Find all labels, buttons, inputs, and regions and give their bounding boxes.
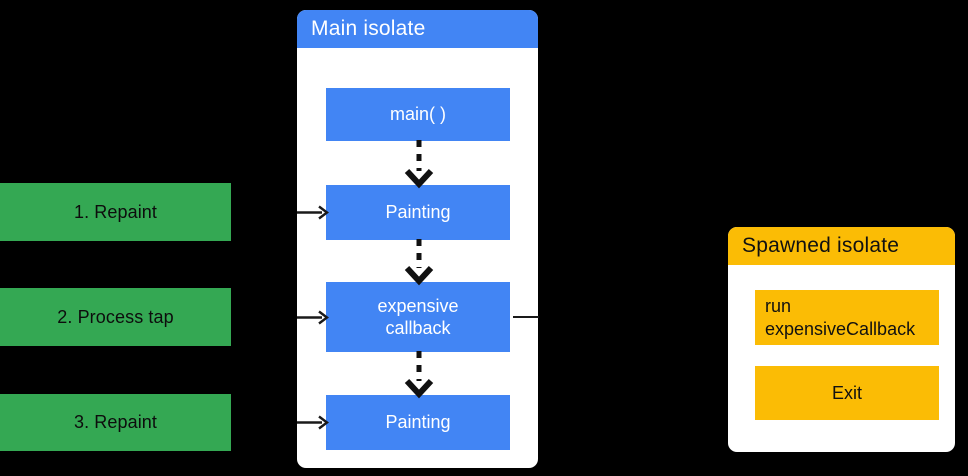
node-label: Exit	[831, 382, 862, 403]
node-label: Painting	[385, 202, 451, 223]
flow-arrow-callback-to-painting	[404, 351, 434, 399]
flow-arrow-main-to-painting	[404, 140, 434, 189]
step-box-repaint-3: 3. Repaint	[0, 394, 231, 451]
node-main-function: main( )	[326, 88, 510, 141]
main-isolate-header: Main isolate	[297, 10, 538, 48]
node-label-line1: run	[765, 296, 792, 316]
entry-arrow-process-tap	[297, 310, 329, 325]
node-label-wrap: expensive callback	[377, 295, 458, 340]
step-label: 1. Repaint	[73, 201, 158, 222]
node-label: Painting	[385, 412, 451, 433]
entry-arrow-repaint-3	[297, 415, 329, 430]
node-expensive-callback: expensive callback	[326, 282, 510, 352]
node-run-expensive-callback: run expensiveCallback	[755, 290, 939, 345]
node-label-line2: callback	[385, 318, 451, 338]
connector-callback-to-spawned	[513, 316, 539, 318]
main-isolate-title: Main isolate	[311, 17, 426, 40]
step-box-repaint-1: 1. Repaint	[0, 183, 231, 241]
spawned-isolate-title: Spawned isolate	[742, 234, 900, 257]
node-label-line1: expensive	[377, 295, 459, 316]
node-label-wrap: run expensiveCallback	[765, 295, 915, 340]
step-box-process-tap: 2. Process tap	[0, 288, 231, 346]
step-label: 3. Repaint	[73, 412, 158, 432]
node-label: main( )	[389, 104, 446, 125]
flow-arrow-painting-to-callback	[404, 239, 434, 286]
spawned-isolate-header: Spawned isolate	[728, 227, 955, 265]
entry-arrow-repaint-1	[297, 205, 329, 220]
step-label: 2. Process tap	[57, 306, 174, 327]
node-label-line2: expensiveCallback	[765, 318, 916, 339]
node-painting-1: Painting	[326, 185, 510, 240]
node-painting-2: Painting	[326, 395, 510, 450]
node-exit: Exit	[755, 366, 939, 420]
